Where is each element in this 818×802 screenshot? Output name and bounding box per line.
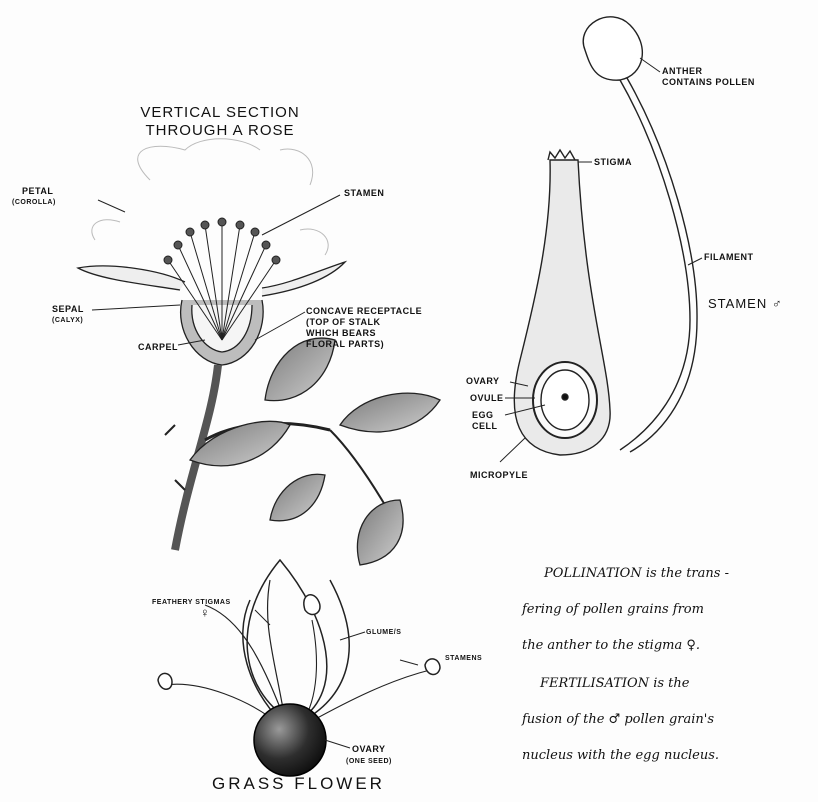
grass-stamen bbox=[425, 659, 440, 675]
note-line-3: the anther to the stigma ♀. bbox=[522, 638, 700, 653]
anther bbox=[583, 17, 642, 80]
grass-stamens-label: STAMENS bbox=[445, 654, 482, 663]
ovule-label: OVULE bbox=[470, 393, 504, 404]
grass-ovary-sub-label: (ONE SEED) bbox=[346, 757, 392, 766]
egg-line2: CELL bbox=[472, 421, 498, 432]
micropyle-label: MICROPYLE bbox=[470, 470, 528, 481]
sepal-sub-label: (CALYX) bbox=[52, 316, 83, 325]
receptacle-line2: (TOP OF STALK bbox=[306, 317, 422, 328]
grass-stamen bbox=[158, 673, 172, 689]
rose-drawing bbox=[78, 139, 440, 565]
feathery-stigmas-label: FEATHERY STIGMAS bbox=[152, 598, 231, 607]
female-symbol: ♀ bbox=[200, 607, 210, 618]
sepal-label: SEPAL bbox=[52, 304, 84, 315]
rose-petals bbox=[92, 139, 328, 255]
petal-sub-label: (COROLLA) bbox=[12, 198, 56, 207]
note-line-4: FERTILISATION is the bbox=[540, 676, 689, 691]
ovary-label: OVARY bbox=[466, 376, 500, 387]
carpel-drawing bbox=[500, 150, 610, 462]
grass-ovary-label: OVARY bbox=[352, 744, 386, 755]
receptacle-line4: FLORAL PARTS) bbox=[306, 339, 422, 350]
sepal-right bbox=[262, 262, 345, 296]
carpel-label: CARPEL bbox=[138, 342, 178, 353]
anther-line1: ANTHER bbox=[662, 66, 755, 77]
receptacle-label: CONCAVE RECEPTACLE (TOP OF STALK WHICH B… bbox=[306, 306, 422, 350]
glume-label: GLUME/S bbox=[366, 628, 401, 637]
note-line-5: fusion of the ♂ pollen grain's bbox=[522, 712, 714, 727]
grass-ovary bbox=[254, 704, 326, 776]
grass-stamen bbox=[304, 595, 320, 615]
note-line-6: nucleus with the egg nucleus. bbox=[522, 748, 719, 763]
petal-label: PETAL bbox=[22, 186, 53, 197]
leaf bbox=[340, 393, 440, 432]
grass-drawing bbox=[158, 560, 440, 776]
rose-title: VERTICAL SECTION THROUGH A ROSE bbox=[120, 104, 320, 140]
rose-title-line1: VERTICAL SECTION bbox=[120, 104, 320, 122]
egg-cell-label: EGG CELL bbox=[472, 410, 498, 432]
sepal-left bbox=[78, 266, 185, 290]
stamen-title: STAMEN ♂ bbox=[708, 298, 783, 309]
receptacle-line1: CONCAVE RECEPTACLE bbox=[306, 306, 422, 317]
leaf bbox=[270, 474, 325, 521]
stigma-label: STIGMA bbox=[594, 157, 632, 168]
anther-label: ANTHER CONTAINS POLLEN bbox=[662, 66, 755, 88]
note-line-1: POLLINATION is the trans - bbox=[544, 566, 729, 581]
note-line-2: fering of pollen grains from bbox=[522, 602, 704, 617]
egg-line1: EGG bbox=[472, 410, 498, 421]
rose-title-line2: THROUGH A ROSE bbox=[120, 122, 320, 140]
receptacle-line3: WHICH BEARS bbox=[306, 328, 422, 339]
anther-line2: CONTAINS POLLEN bbox=[662, 77, 755, 88]
stamen-label: STAMEN bbox=[344, 188, 384, 199]
leaf bbox=[357, 500, 403, 565]
filament-label: FILAMENT bbox=[704, 252, 754, 263]
grass-title: GRASS FLOWER bbox=[212, 778, 385, 789]
egg-nucleus bbox=[562, 394, 568, 400]
